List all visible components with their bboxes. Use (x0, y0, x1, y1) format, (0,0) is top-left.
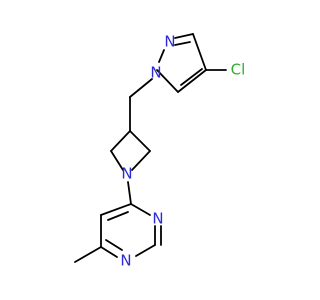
bond-c3-n2-double (174, 41, 191, 46)
bond-az-right-bottom (131, 150, 151, 171)
atom-chlorine: Cl (231, 61, 246, 79)
atom-n-azetidine: N (121, 165, 132, 183)
bond-pyrimidine-c5-c4 (100, 203, 132, 216)
structure-diagram: N N Cl N N N (74, 33, 246, 270)
bond-c4-c3 (192, 33, 207, 71)
bond-pyrimidine-c2-n1 (135, 244, 156, 257)
bond-az-bottom-left (110, 150, 124, 171)
atom-n-pyrimidine-top: N (152, 210, 163, 228)
bond-pyrimidine-c4-n3 (130, 203, 151, 216)
bond-pyrimidine-n1-c6 (100, 246, 118, 258)
bond-n1-c5 (156, 69, 179, 93)
bond-az-left-top (110, 130, 131, 152)
bond-az-n-pyrimidine (127, 181, 132, 205)
bond-az-top-right (129, 130, 151, 152)
bond-n2-n1 (158, 49, 165, 63)
bond-c5-c4-double (180, 68, 203, 86)
atom-n-pyrazole-substituted: N (150, 64, 161, 82)
molecule-canvas: N N Cl N N N (74, 32, 246, 270)
bond-c5-c4 (177, 69, 207, 93)
bond-n1-ch2 (129, 78, 153, 98)
bond-pyrimidine-n1-c6-double (105, 239, 123, 251)
atom-n-pyrimidine-bottom: N (120, 252, 131, 270)
bond-pyrimidine-c5-c4-double (107, 211, 129, 221)
atom-n-pyrazole-top: N (164, 33, 175, 51)
bond-methyl (74, 246, 102, 263)
bond-c3-n2 (174, 33, 194, 39)
